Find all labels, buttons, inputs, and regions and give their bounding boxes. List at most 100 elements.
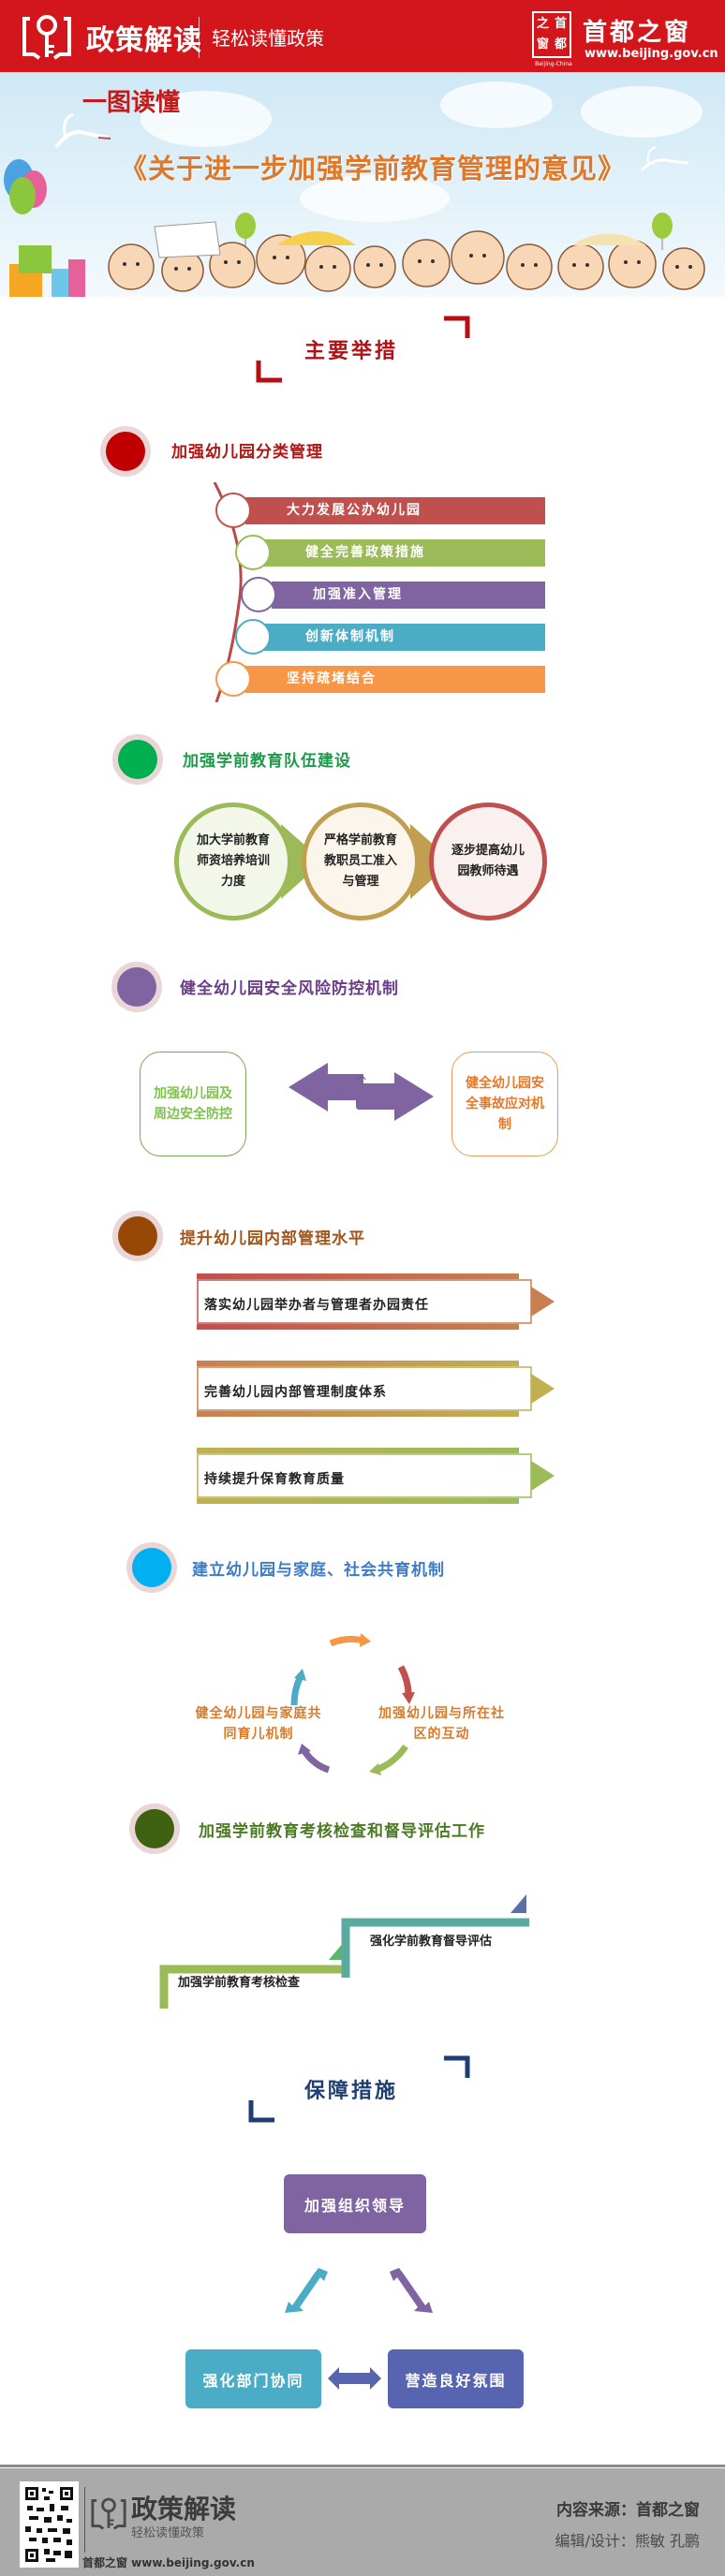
bidirectional-arrow-icon (289, 1063, 434, 1121)
stork-icon (54, 112, 111, 149)
top-header: 政策解读 轻松读懂政策 之 首 窗 都 Beijing-China 首都之窗 w… (0, 0, 725, 72)
management-item-text: 落实幼儿园举办者与管理者办园责任 (204, 1298, 429, 1313)
brand-url[interactable]: www.beijing.gov.cn (584, 47, 718, 61)
ring-icon (215, 493, 251, 528)
balloon-icon (652, 213, 673, 250)
section-5-title: 建立幼儿园与家庭、社会共育机制 (192, 1561, 445, 1580)
team-measure-bubble: 加大学前教育师资培养培训力度 (174, 802, 292, 920)
guarantee-box-label: 强化部门协同 (202, 2371, 304, 2390)
measure-item-label: 创新体制机制 (305, 629, 395, 644)
box-text: 健全幼儿园安全事故应对机制 (466, 1076, 544, 1132)
section-2-marker (112, 734, 163, 785)
guarantee-box-leadership: 加强组织领导 (284, 2174, 426, 2233)
guarantee-box-coordination: 强化部门协同 (185, 2349, 321, 2408)
footer-divider (0, 2465, 725, 2467)
ring-icon (215, 661, 251, 697)
seal-char: 窗 (536, 37, 549, 52)
gift-boxes-icon (9, 245, 85, 297)
section-3-marker (111, 962, 162, 1012)
measure-item: 大力发展公办幼儿园 (245, 497, 545, 524)
footer-url[interactable]: 首都之窗 www.beijing.gov.cn (82, 2556, 255, 2569)
measure-item: 创新体制机制 (264, 624, 545, 651)
section-3-title: 健全幼儿园安全风险防控机制 (180, 979, 399, 998)
safety-measure-box: 健全幼儿园安全事故应对机制 (451, 1052, 558, 1156)
key-book-logo-icon (91, 2497, 126, 2530)
measure-item-label: 健全完善政策措施 (305, 545, 425, 560)
editor-credits: 编辑/设计：熊敏 孔鹏 (555, 2532, 700, 2550)
section-5-marker (126, 1542, 177, 1593)
cloud-decoration (440, 81, 553, 128)
management-item-text: 完善幼儿园内部管理制度体系 (204, 1385, 387, 1400)
bubble-text: 严格学前教育教职员工准入与管理 (323, 833, 397, 889)
seal-caption: Beijing-China (535, 61, 572, 67)
measure-item: 加强准入管理 (272, 581, 545, 609)
guarantee-box-atmosphere: 营造良好氛围 (388, 2349, 524, 2408)
key-book-logo-icon (22, 15, 71, 60)
cloud-decoration (300, 175, 450, 222)
guarantee-box-label: 营造良好氛围 (405, 2371, 507, 2390)
hero-banner: 一图读懂 《关于进一步加强学前教育管理的意见》 (0, 72, 725, 297)
bracket-bottom-left-icon (256, 361, 282, 383)
balloons-icon (4, 159, 47, 214)
ribbon-arrow-banner (197, 1448, 555, 1504)
cloud-decoration (141, 91, 272, 147)
stair-step-2: 强化学前教育督导评估 (370, 1935, 493, 1949)
team-measure-bubble: 严格学前教育教职员工准入与管理 (302, 802, 420, 920)
ring-icon (235, 619, 271, 655)
bracket-bottom-left-icon (248, 2100, 274, 2123)
footer-app-title: 政策解读 (131, 2494, 237, 2524)
guarantee-title: 保障措施 (304, 2079, 399, 2103)
cycle-arrows-diagram (290, 1633, 415, 1775)
team-measure-bubble: 逐步提高幼儿园教师待遇 (429, 802, 547, 920)
bracket-top-right-icon (444, 2055, 470, 2078)
banner-kicker: 一图读懂 (82, 89, 181, 117)
bracket-top-right-icon (444, 316, 470, 338)
ring-icon (235, 535, 271, 570)
beijing-seal-logo: 之 首 窗 都 Beijing-China (532, 11, 572, 67)
stair-steps-diagram (159, 1894, 529, 2009)
management-item-text: 持续提升保育教育质量 (204, 1472, 345, 1487)
seal-char: 都 (554, 37, 567, 52)
cycle-item-left: 健全幼儿园与家庭共同育儿机制 (195, 1706, 322, 1742)
header-divider (199, 17, 200, 58)
footer-app-subtitle: 轻松读懂政策 (131, 2526, 205, 2540)
measure-item-label: 加强准入管理 (313, 587, 403, 602)
section-1-marker (100, 426, 151, 477)
qr-code-icon[interactable] (20, 2481, 79, 2568)
page-footer: 政策解读 轻松读懂政策 首都之窗 www.beijing.gov.cn 内容来源… (0, 2468, 725, 2576)
section-6-title: 加强学前教育考核检查和督导评估工作 (199, 1822, 485, 1841)
measure-item-label: 大力发展公办幼儿园 (287, 503, 422, 518)
brand-name: 首都之窗 (583, 19, 692, 47)
seal-char: 之 (536, 17, 549, 31)
ribbon-arrow-banner (197, 1361, 555, 1417)
section-4-marker (112, 1211, 163, 1261)
double-arrow-icon (390, 2268, 433, 2313)
bubble-text: 逐步提高幼儿园教师待遇 (451, 844, 525, 878)
main-measures-title: 主要举措 (304, 339, 399, 363)
cloud-decoration (581, 86, 703, 138)
app-title: 政策解读 (86, 24, 202, 57)
section-1-title: 加强幼儿园分类管理 (171, 443, 323, 462)
content-source: 内容来源：首都之窗 (556, 2501, 700, 2520)
measure-item: 健全完善政策措施 (264, 539, 545, 567)
seal-char: 首 (554, 17, 567, 31)
guarantee-box-label: 加强组织领导 (303, 2196, 406, 2215)
section-2-title: 加强学前教育队伍建设 (183, 752, 351, 771)
children-illustration (108, 221, 705, 292)
box-text: 加强幼儿园及周边安全防控 (154, 1086, 232, 1122)
bubble-text: 加大学前教育师资培养培训力度 (196, 833, 270, 889)
cycle-item-right: 加强幼儿园与所在社区的互动 (378, 1706, 505, 1742)
app-subtitle: 轻松读懂政策 (212, 27, 324, 50)
measure-item-label: 坚持疏堵结合 (287, 671, 377, 686)
double-arrow-icon (285, 2268, 328, 2313)
stork-icon (640, 146, 689, 172)
stair-step-1: 加强学前教育考核检查 (178, 1976, 301, 1990)
ring-icon (241, 577, 276, 612)
ribbon-arrow-banner (197, 1273, 555, 1330)
banner-title: 《关于进一步加强学前教育管理的意见》 (120, 153, 627, 184)
measure-item: 坚持疏堵结合 (245, 666, 545, 693)
footer-divider-vertical (84, 2487, 85, 2553)
horizontal-double-arrow-icon (328, 2367, 381, 2390)
safety-measure-box: 加强幼儿园及周边安全防控 (140, 1052, 246, 1156)
section-4-title: 提升幼儿园内部管理水平 (180, 1229, 365, 1248)
